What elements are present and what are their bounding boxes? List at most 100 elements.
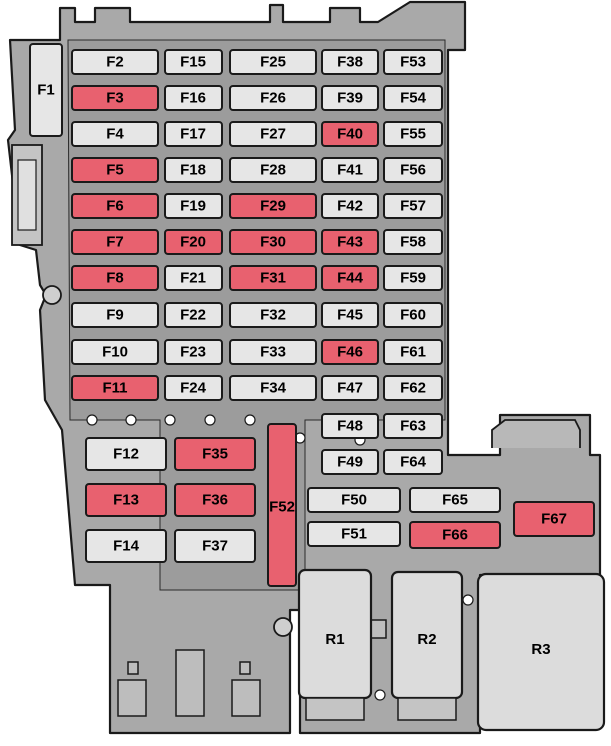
fuse-f45[interactable]: F45: [321, 302, 379, 328]
fuse-body: [174, 483, 256, 517]
fuse-body: [71, 49, 159, 75]
relay-r3-label: R3: [531, 641, 550, 658]
fuse-label: F30: [260, 234, 286, 251]
fuse-f66[interactable]: F66: [409, 521, 501, 549]
fuse-f67[interactable]: F67: [513, 501, 595, 537]
fuse-f6[interactable]: F6: [71, 193, 159, 219]
fuse-f5[interactable]: F5: [71, 157, 159, 183]
fuse-f12[interactable]: F12: [85, 437, 167, 471]
fuse-label: F20: [180, 234, 206, 251]
fuse-f20[interactable]: F20: [164, 229, 223, 255]
fuse-body: [321, 302, 379, 328]
fuse-f48[interactable]: F48: [321, 413, 379, 439]
fuse-f61[interactable]: F61: [383, 339, 443, 365]
fuse-label: F37: [202, 538, 228, 555]
fuse-label: F10: [102, 344, 128, 361]
fuse-f51[interactable]: F51: [307, 521, 401, 547]
fuse-f34[interactable]: F34: [229, 375, 317, 401]
fuse-f32[interactable]: F32: [229, 302, 317, 328]
fuse-body: [164, 157, 223, 183]
fuse-f2[interactable]: F2: [71, 49, 159, 75]
fuse-f46[interactable]: F46: [321, 339, 379, 365]
fuse-f55[interactable]: F55: [383, 121, 443, 147]
fuse-f18[interactable]: F18: [164, 157, 223, 183]
fuse-label: F39: [337, 90, 363, 107]
fuse-label: F57: [400, 198, 426, 215]
fuse-f27[interactable]: F27: [229, 121, 317, 147]
fuse-f9[interactable]: F9: [71, 302, 159, 328]
screw-boss-center: [273, 617, 293, 637]
fuse-label: F45: [337, 307, 363, 324]
fuse-f63[interactable]: F63: [383, 413, 443, 439]
fuse-body: [229, 339, 317, 365]
fuse-label: F65: [442, 492, 468, 509]
fuse-f33[interactable]: F33: [229, 339, 317, 365]
fuse-f30[interactable]: F30: [229, 229, 317, 255]
fuse-f56[interactable]: F56: [383, 157, 443, 183]
fuse-f50[interactable]: F50: [307, 487, 401, 513]
fuse-f39[interactable]: F39: [321, 85, 379, 111]
fuse-f65[interactable]: F65: [409, 487, 501, 513]
fuse-f43[interactable]: F43: [321, 229, 379, 255]
fuse-f29[interactable]: F29: [229, 193, 317, 219]
fuse-label: F48: [337, 418, 363, 435]
fuse-label: F43: [337, 234, 363, 251]
fuse-f1[interactable]: F1: [29, 43, 63, 137]
fuse-f53[interactable]: F53: [383, 49, 443, 75]
fuse-f62[interactable]: F62: [383, 375, 443, 401]
fuse-f31[interactable]: F31: [229, 265, 317, 291]
fuse-f14[interactable]: F14: [85, 529, 167, 563]
fuse-f21[interactable]: F21: [164, 265, 223, 291]
screw-boss-left: [42, 285, 62, 305]
fuse-label: F6: [106, 198, 124, 215]
fuse-f25[interactable]: F25: [229, 49, 317, 75]
fuse-f16[interactable]: F16: [164, 85, 223, 111]
fuse-f24[interactable]: F24: [164, 375, 223, 401]
fuse-f35[interactable]: F35: [174, 437, 256, 471]
fuse-f15[interactable]: F15: [164, 49, 223, 75]
fuse-label: F52: [269, 499, 295, 516]
fuse-f44[interactable]: F44: [321, 265, 379, 291]
fuse-f36[interactable]: F36: [174, 483, 256, 517]
fuse-f23[interactable]: F23: [164, 339, 223, 365]
fuse-f8[interactable]: F8: [71, 265, 159, 291]
fuse-f17[interactable]: F17: [164, 121, 223, 147]
fuse-f47[interactable]: F47: [321, 375, 379, 401]
fuse-label: F49: [337, 454, 363, 471]
fuse-f58[interactable]: F58: [383, 229, 443, 255]
fuse-body: [164, 302, 223, 328]
fuse-label: F31: [260, 270, 286, 287]
fuse-f60[interactable]: F60: [383, 302, 443, 328]
mounting-hole: [462, 594, 474, 606]
fuse-body: [321, 413, 379, 439]
fuse-body: [229, 229, 317, 255]
fuse-f26[interactable]: F26: [229, 85, 317, 111]
fuse-f64[interactable]: F64: [383, 449, 443, 475]
fuse-f37[interactable]: F37: [174, 529, 256, 563]
fuse-f4[interactable]: F4: [71, 121, 159, 147]
fuse-f38[interactable]: F38: [321, 49, 379, 75]
fuse-label: F22: [180, 307, 206, 324]
fuse-f13[interactable]: F13: [85, 483, 167, 517]
relay-r1-label: R1: [325, 631, 344, 648]
fuse-f49[interactable]: F49: [321, 449, 379, 475]
fuse-f22[interactable]: F22: [164, 302, 223, 328]
mounting-hole: [204, 414, 216, 426]
fuse-f52[interactable]: F52: [267, 423, 297, 587]
fuse-label: F5: [106, 162, 124, 179]
fuse-f59[interactable]: F59: [383, 265, 443, 291]
fuse-f7[interactable]: F7: [71, 229, 159, 255]
fuse-f41[interactable]: F41: [321, 157, 379, 183]
fuse-body: [321, 229, 379, 255]
fuse-f54[interactable]: F54: [383, 85, 443, 111]
fuse-f19[interactable]: F19: [164, 193, 223, 219]
fuse-body: [383, 375, 443, 401]
fuse-f3[interactable]: F3: [71, 85, 159, 111]
fuse-f42[interactable]: F42: [321, 193, 379, 219]
fuse-label: F28: [260, 162, 286, 179]
fuse-f57[interactable]: F57: [383, 193, 443, 219]
fuse-f40[interactable]: F40: [321, 121, 379, 147]
fuse-f28[interactable]: F28: [229, 157, 317, 183]
fuse-f11[interactable]: F11: [71, 375, 159, 401]
fuse-f10[interactable]: F10: [71, 339, 159, 365]
